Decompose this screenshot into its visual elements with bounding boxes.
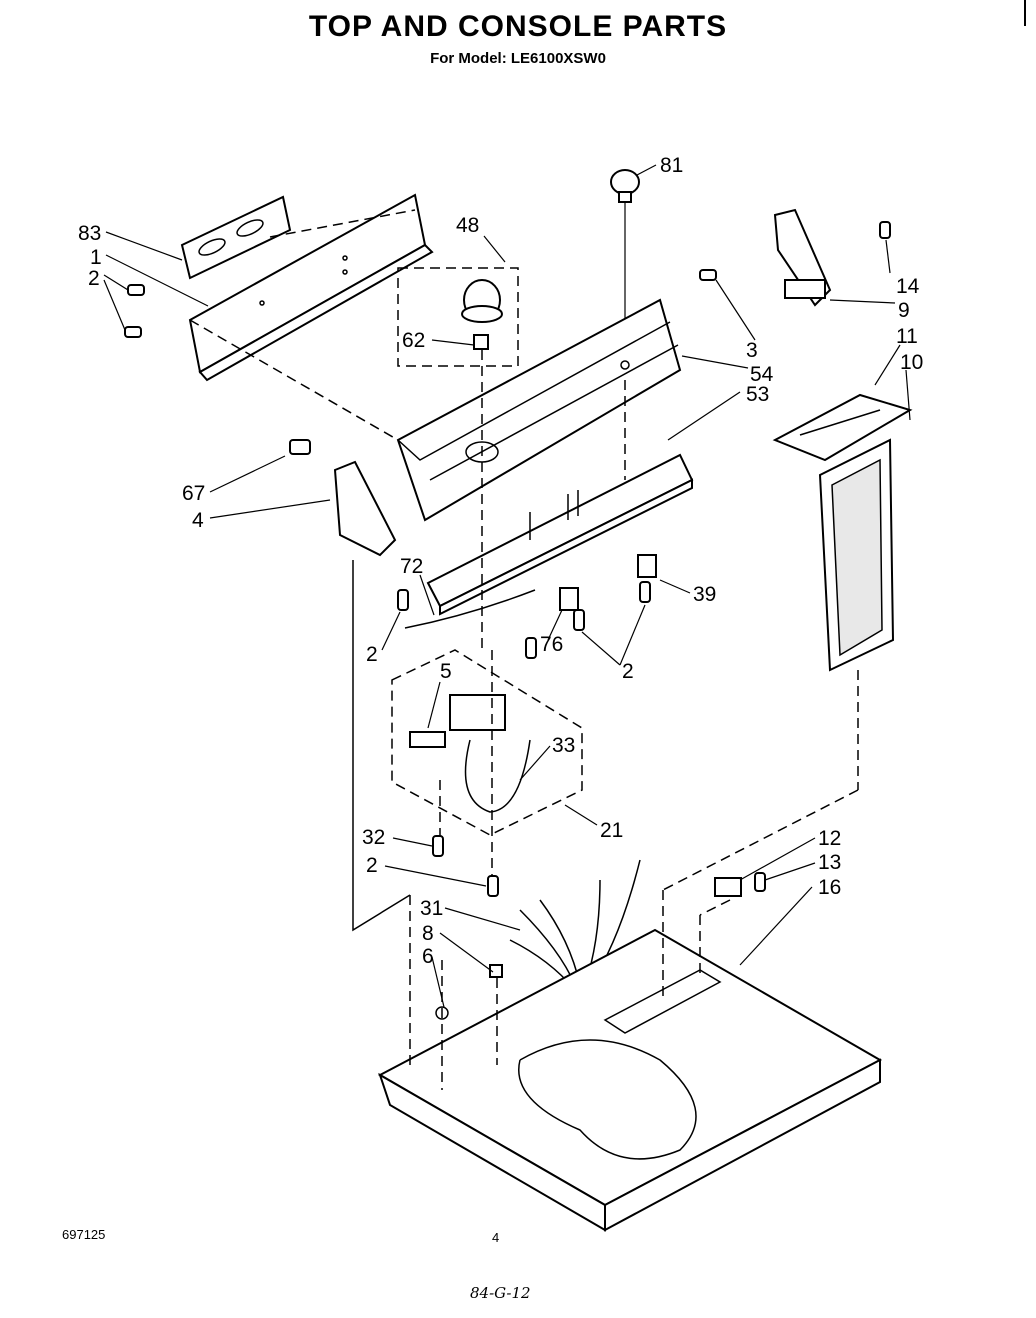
page-title: TOP AND CONSOLE PARTS (308, 10, 728, 43)
part-32-screws (432, 835, 499, 897)
callout-2: 2 (366, 854, 378, 877)
callout-13: 13 (818, 851, 841, 874)
callout-67: 67 (182, 482, 205, 505)
part-12-clip (714, 872, 766, 897)
callout-6: 6 (422, 945, 434, 968)
callout-3: 3 (746, 339, 758, 362)
part-10-lint-screen (818, 438, 895, 672)
callout-53: 53 (746, 383, 769, 406)
callout-11: 11 (896, 325, 918, 348)
guide-lines (189, 209, 859, 1090)
callout-10: 10 (900, 351, 923, 374)
part-2-screws (124, 284, 145, 338)
handwritten-date: 84-G-12 (470, 1284, 531, 1302)
callout-72: 72 (400, 555, 423, 578)
callout-9: 9 (898, 299, 910, 322)
callout-1: 1 (90, 246, 102, 269)
callout-48: 48 (456, 214, 479, 237)
leader-lines (103, 164, 911, 1008)
part-54-console (396, 298, 682, 522)
callout-39: 39 (693, 583, 716, 606)
callout-83: 83 (78, 222, 101, 245)
callout-33: 33 (552, 734, 575, 757)
part-16-top-panel (377, 928, 883, 1232)
part-21-timer-kit (391, 649, 583, 836)
callout-21: 21 (600, 819, 623, 842)
part-1-back-panel (188, 193, 434, 382)
part-11-lint-cover (772, 393, 913, 462)
document-number: 697125 (62, 1227, 106, 1242)
page-number: 4 (492, 1230, 500, 1245)
part-48-kit (397, 267, 519, 367)
callout-12: 12 (818, 827, 841, 850)
part-39-clip (397, 554, 657, 659)
callout-2: 2 (88, 267, 100, 290)
edge-mark (1024, 0, 1026, 26)
callout-8: 8 (422, 922, 434, 945)
callout-2: 2 (366, 643, 378, 666)
part-83-bracket (180, 195, 292, 280)
part-81-knob (610, 169, 640, 360)
callout-62: 62 (402, 329, 425, 352)
part-53-console-base (426, 453, 694, 616)
part-9-switch (699, 208, 891, 307)
part-4-end-cap (289, 439, 397, 557)
callout-81: 81 (660, 154, 683, 177)
callout-labels: 81 83 1 2 48 62 14 9 11 10 3 54 53 67 4 … (78, 154, 923, 968)
callout-76: 76 (540, 633, 563, 656)
callout-16: 16 (818, 876, 841, 899)
callout-31: 31 (420, 897, 443, 920)
callout-2: 2 (622, 660, 634, 683)
callout-14: 14 (896, 275, 920, 298)
callout-5: 5 (440, 660, 452, 683)
callout-4: 4 (192, 509, 204, 532)
callout-32: 32 (362, 826, 385, 849)
page-subtitle: For Model: LE6100XSW0 (430, 50, 606, 67)
callout-54: 54 (750, 363, 774, 386)
